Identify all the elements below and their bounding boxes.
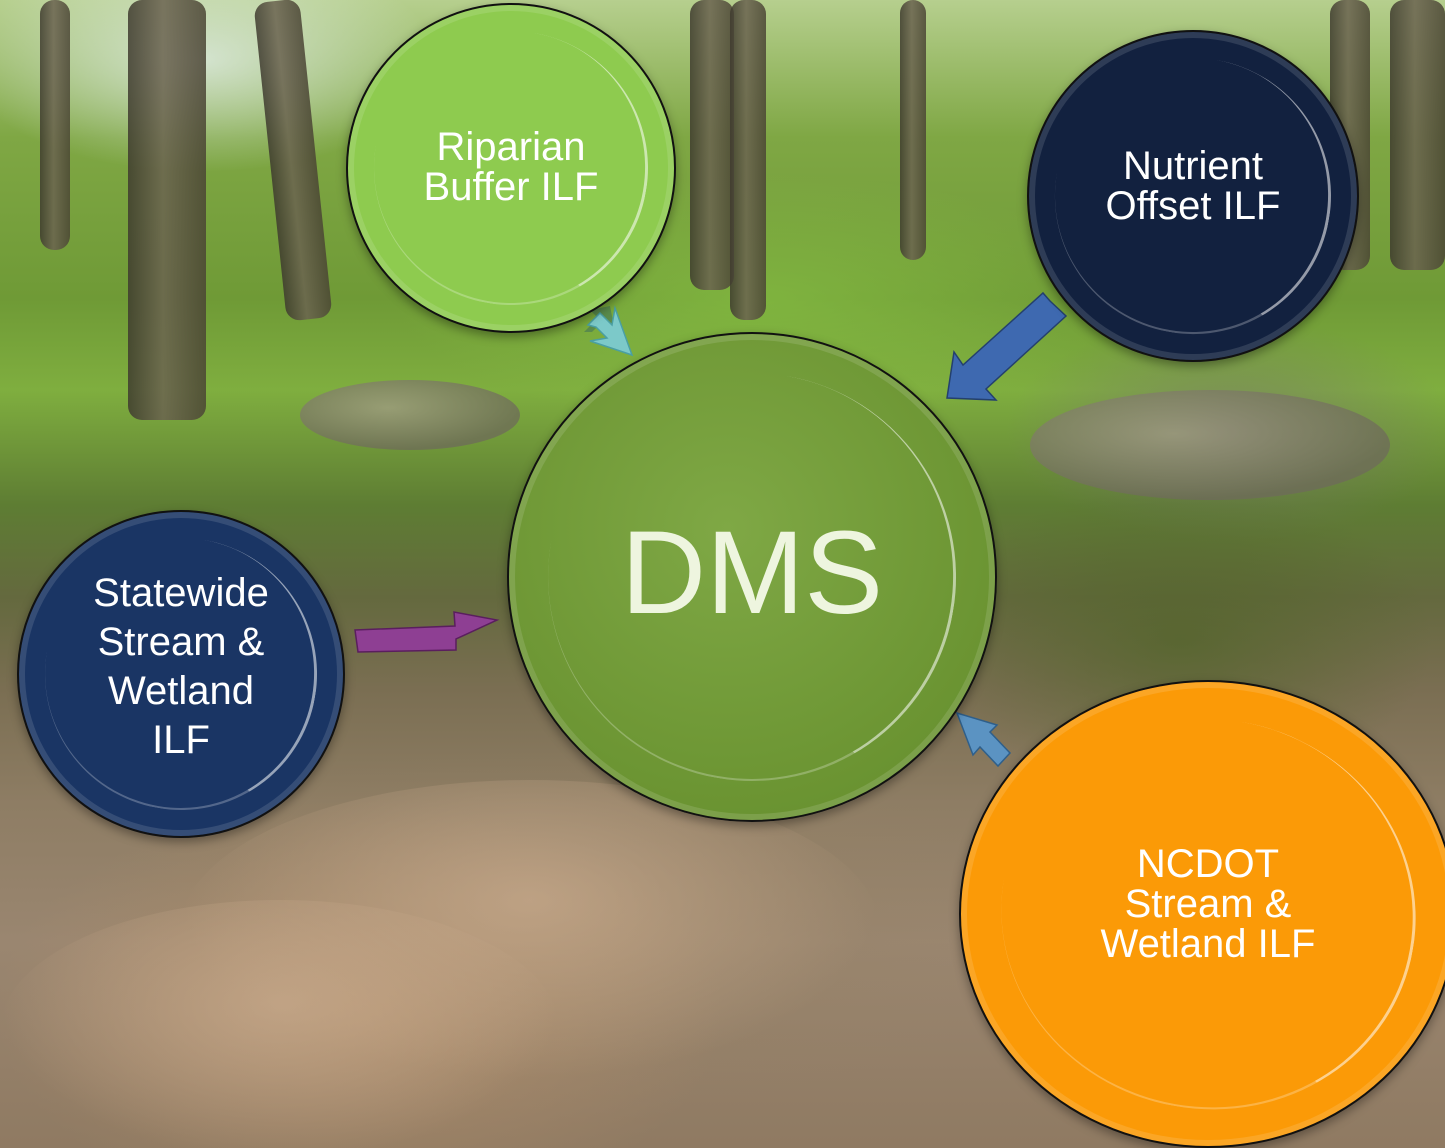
tree-trunk [128, 0, 206, 420]
statewide-stream-wetland-label: Statewide Stream & Wetland ILF [93, 571, 269, 762]
dms-label: DMS [620, 507, 884, 639]
riparian-buffer-bubble: Riparian Buffer ILF [346, 3, 676, 333]
statewide-arrow [354, 611, 500, 653]
ncdot-arrow [955, 711, 1012, 768]
tree-trunk [730, 0, 766, 320]
tree-trunk [690, 0, 734, 290]
stream-water [0, 900, 560, 1148]
statewide-stream-wetland-bubble: Statewide Stream & Wetland ILF [17, 510, 345, 838]
ncdot-stream-wetland-label: NCDOT Stream & Wetland ILF [1100, 842, 1316, 966]
dms-center-bubble: DMS [507, 332, 997, 822]
nutrient-arrow [946, 291, 1068, 401]
riparian-buffer-label: Riparian Buffer ILF [423, 125, 599, 209]
tree-trunk [40, 0, 70, 250]
riparian-arrow [586, 305, 634, 357]
rock [300, 380, 520, 450]
tree-trunk [900, 0, 926, 260]
rock [1030, 390, 1390, 500]
tree-trunk [1390, 0, 1445, 270]
ncdot-stream-wetland-bubble: NCDOT Stream & Wetland ILF [959, 680, 1445, 1148]
nutrient-offset-bubble: Nutrient Offset ILF [1027, 30, 1359, 362]
nutrient-offset-label: Nutrient Offset ILF [1105, 144, 1281, 228]
